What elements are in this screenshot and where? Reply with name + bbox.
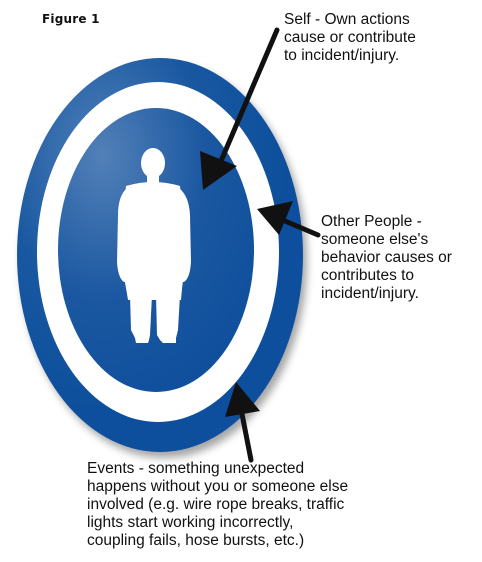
arrow-to-events-icon	[225, 382, 260, 463]
arrow-to-other-people-icon	[257, 201, 321, 238]
arrow-to-self-icon	[200, 27, 280, 190]
other-people-callout-text: Other People - someone else's behavior c…	[321, 213, 452, 302]
figure-label: Figure 1	[42, 12, 100, 26]
self-callout-text: Self - Own actions cause or contribute t…	[284, 11, 416, 64]
person-silhouette-icon	[117, 148, 191, 343]
events-callout-text: Events - something unexpected happens wi…	[87, 460, 349, 549]
